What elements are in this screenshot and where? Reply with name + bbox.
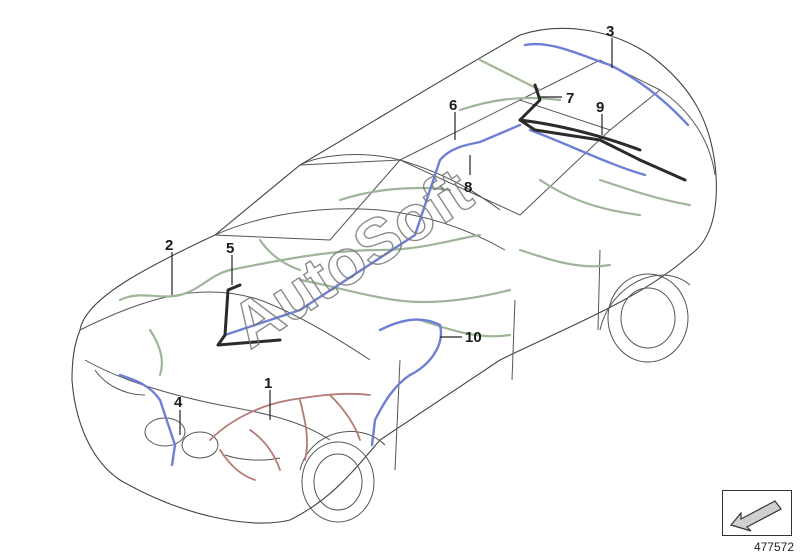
reference-number: 477572 [753, 540, 794, 554]
callout-leaders [171, 38, 613, 435]
callout-7: 7 [566, 90, 574, 107]
callout-2: 2 [165, 237, 173, 254]
arrow-down-left-icon [729, 500, 782, 532]
reference-symbol-box [722, 490, 792, 536]
callout-10: 10 [465, 329, 482, 346]
callout-4: 4 [174, 394, 183, 411]
callout-6: 6 [449, 97, 457, 114]
front-harness [209, 392, 371, 481]
dark-harnesses [216, 83, 687, 347]
callout-8: 8 [464, 179, 472, 196]
vehicle-outline [71, 27, 717, 524]
callout-9: 9 [596, 99, 604, 116]
callout-5: 5 [226, 240, 234, 257]
blue-harnesses [118, 42, 690, 467]
body-harness-network [118, 58, 692, 377]
callout-labels: 1 2 3 4 5 6 7 8 9 10 [165, 23, 614, 411]
callout-1: 1 [264, 375, 272, 392]
callout-3: 3 [606, 23, 614, 40]
